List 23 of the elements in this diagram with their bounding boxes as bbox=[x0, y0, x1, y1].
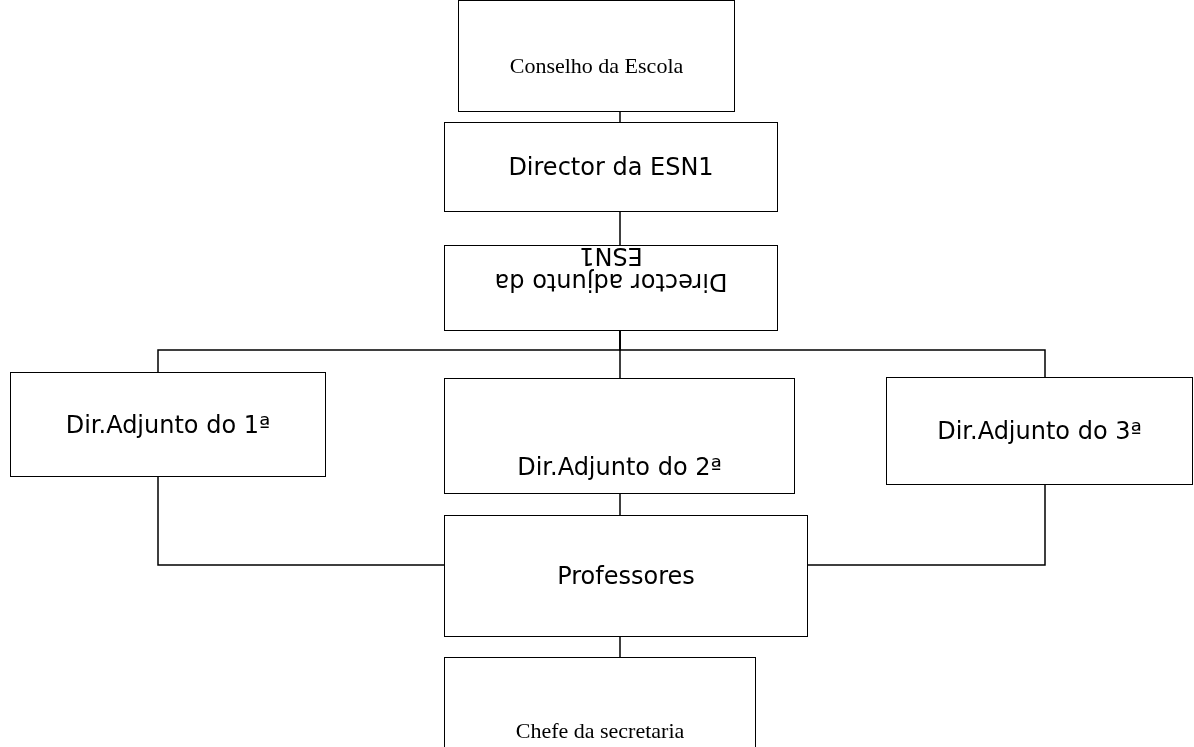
box-label: Professores bbox=[557, 562, 695, 590]
org-box bbox=[444, 657, 756, 747]
connector-line bbox=[619, 111, 621, 123]
connector-line bbox=[619, 493, 621, 516]
box-label: Conselho da Escola bbox=[509, 53, 684, 79]
connector-line bbox=[619, 636, 621, 658]
connector-line bbox=[619, 330, 1046, 378]
org-box bbox=[444, 515, 808, 637]
org-box bbox=[458, 0, 735, 112]
box-label: Dir.Adjunto do 3ª bbox=[937, 417, 1142, 445]
org-box bbox=[444, 378, 795, 494]
org-box bbox=[886, 377, 1193, 485]
org-box bbox=[444, 245, 778, 331]
org-box bbox=[10, 372, 326, 477]
connector-line bbox=[807, 484, 1046, 566]
box-label: Director adjunto da ESN1 bbox=[493, 241, 729, 295]
org-box bbox=[444, 122, 778, 212]
box-label: Director da ESN1 bbox=[508, 153, 714, 181]
box-label: Chefe da secretaria bbox=[515, 718, 685, 744]
connector-line bbox=[619, 211, 621, 246]
connector-line bbox=[157, 476, 445, 566]
box-label: Dir.Adjunto do 2ª bbox=[517, 453, 722, 481]
box-label: Dir.Adjunto do 1ª bbox=[65, 410, 271, 439]
